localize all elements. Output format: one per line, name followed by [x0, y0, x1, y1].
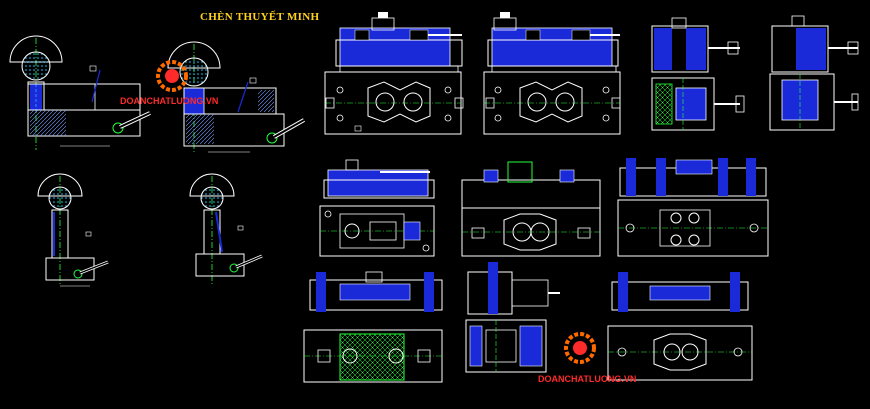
fixture-drawing-i: [465, 262, 560, 373]
cutter-sketch-bottom-left: [37, 173, 109, 287]
fixture-drawing-a: [324, 12, 464, 135]
drawing-title: CHÈN THUYẾT MINH: [200, 11, 320, 23]
cutter-sketch-top-left: [9, 35, 151, 150]
fixture-drawing-e: [319, 159, 435, 257]
fixture-drawing-h: [303, 271, 443, 383]
watermark-logo-bottom: DOANCHATLUONG.VN: [538, 332, 636, 384]
fixture-drawing-j: [607, 272, 753, 381]
fixture-drawing-f: [461, 161, 601, 257]
cutter-sketch-top-middle: [167, 41, 305, 153]
fixture-drawing-d: [769, 15, 859, 131]
watermark-text-top: DOANCHATLUONG.VN: [120, 96, 218, 106]
fixture-drawing-g: [617, 158, 769, 257]
watermark-logo-top: DOANCHATLUONG.VN: [120, 60, 218, 106]
fixture-drawing-c: [651, 17, 745, 131]
fixture-drawing-b: [483, 12, 621, 135]
cutter-sketch-bottom-middle: [189, 173, 263, 284]
watermark-text-bottom: DOANCHATLUONG.VN: [538, 374, 636, 384]
